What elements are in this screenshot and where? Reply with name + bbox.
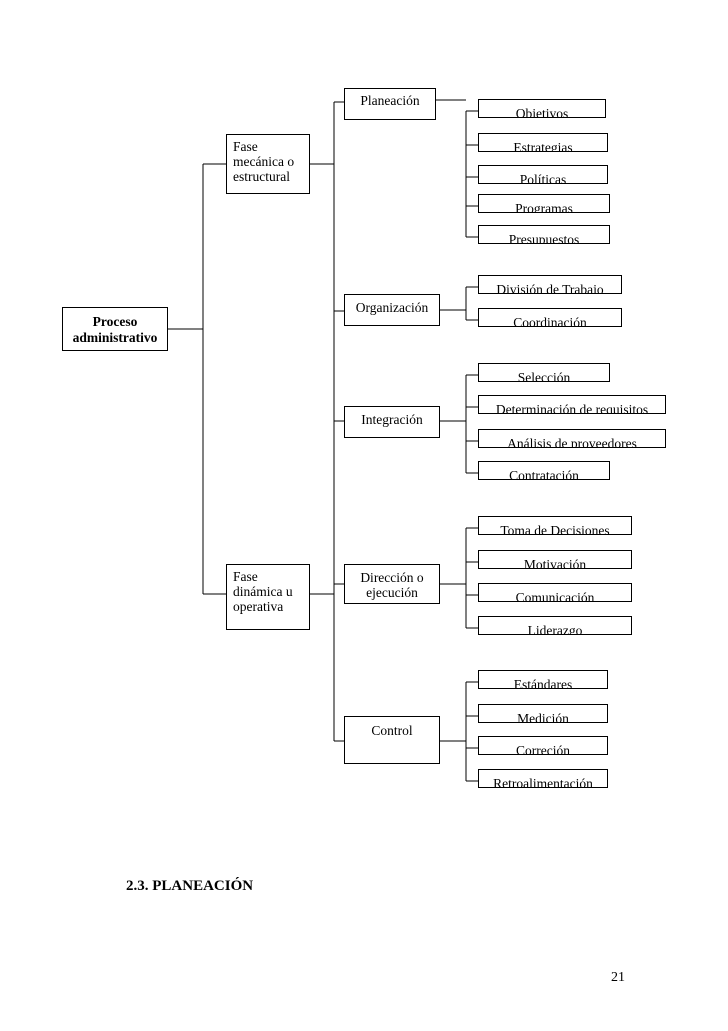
leaf-liderazgo: Liderazgo [478,616,632,635]
phase-node-operative: Fase dinámica u operativa [226,564,310,630]
root-node: Proceso administrativo [62,307,168,351]
phase1-line2: mecánica o [233,154,295,169]
leaf-programas: Programas [478,194,610,213]
stage-label-organizacion: Organización [355,300,429,315]
phase-node-structural: Fase mecánica o estructural [226,134,310,194]
leaf-toma-de-decisiones: Toma de Decisiones [478,516,632,535]
leaf-label: Objetivos [515,106,569,118]
stage-label-direccion-line2: ejecución [366,585,418,600]
leaf-correcion: Correción [478,736,608,755]
phase2-line3: operativa [233,599,284,614]
leaf-label: Estándares [513,677,573,689]
root-label-line1: Proceso [92,314,138,329]
leaf-presupuestos: Presupuestos [478,225,610,244]
leaf-comunicacion: Comunicación [478,583,632,602]
stage-node-planeacion: Planeación [344,88,436,120]
stage-node-control: Control [344,716,440,764]
stage-label-direccion-line1: Dirección o [360,570,424,585]
section-heading: 2.3. PLANEACIÓN [126,878,254,894]
stage-node-direccion: Dirección o ejecución [344,564,440,604]
stage-label-planeacion: Planeación [360,93,420,108]
leaf-label: Coordinación [513,315,587,327]
stage-label-control: Control [371,723,413,738]
phase2-line1: Fase [233,569,258,584]
page-number: 21 [611,970,625,985]
leaf-motivacion: Motivación [478,550,632,569]
leaf-label: Correción [516,743,570,755]
stage-label-integracion: Integración [361,412,423,427]
leaf-estrategias: Estrategias [478,133,608,152]
leaf-label: Contratación [509,468,579,480]
stage-node-integracion: Integración [344,406,440,438]
leaf-label: Determinación de requisitos [495,402,649,414]
leaf-label: Análisis de proveedores [507,436,637,448]
leaf-label: División de Trabajo [496,282,604,294]
leaf-analisis-de-proveedores: Análisis de proveedores [478,429,666,448]
leaf-label: Selección [517,370,571,382]
phase1-line3: estructural [233,169,290,184]
leaf-seleccion: Selección [478,363,610,382]
leaf-label: Programas [515,201,573,213]
leaf-label: Medición [517,711,569,723]
stage-node-organizacion: Organización [344,294,440,326]
leaf-contratacion: Contratación [478,461,610,480]
leaf-determinacion-de-requisitos: Determinación de requisitos [478,395,666,414]
leaf-estandares: Estándares [478,670,608,689]
leaf-label: Liderazgo [527,623,583,635]
phase2-line2: dinámica u [233,584,293,599]
leaf-objetivos: Objetivos [478,99,606,118]
leaf-label: Políticas [519,172,567,184]
leaf-label: Motivación [523,557,587,569]
root-label-line2: administrativo [72,330,158,345]
leaf-label: Comunicación [515,590,595,602]
leaf-label: Presupuestos [508,232,580,244]
leaf-medicion: Medición [478,704,608,723]
leaf-retroalimentacion: Retroalimentación [478,769,608,788]
leaf-coordinacion: Coordinación [478,308,622,327]
leaf-politicas: Políticas [478,165,608,184]
leaf-label: Estrategias [513,140,573,152]
phase1-line1: Fase [233,139,258,154]
leaf-label: Retroalimentación [493,776,593,788]
leaf-division-de-trabajo: División de Trabajo [478,275,622,294]
leaf-label: Toma de Decisiones [500,523,610,535]
